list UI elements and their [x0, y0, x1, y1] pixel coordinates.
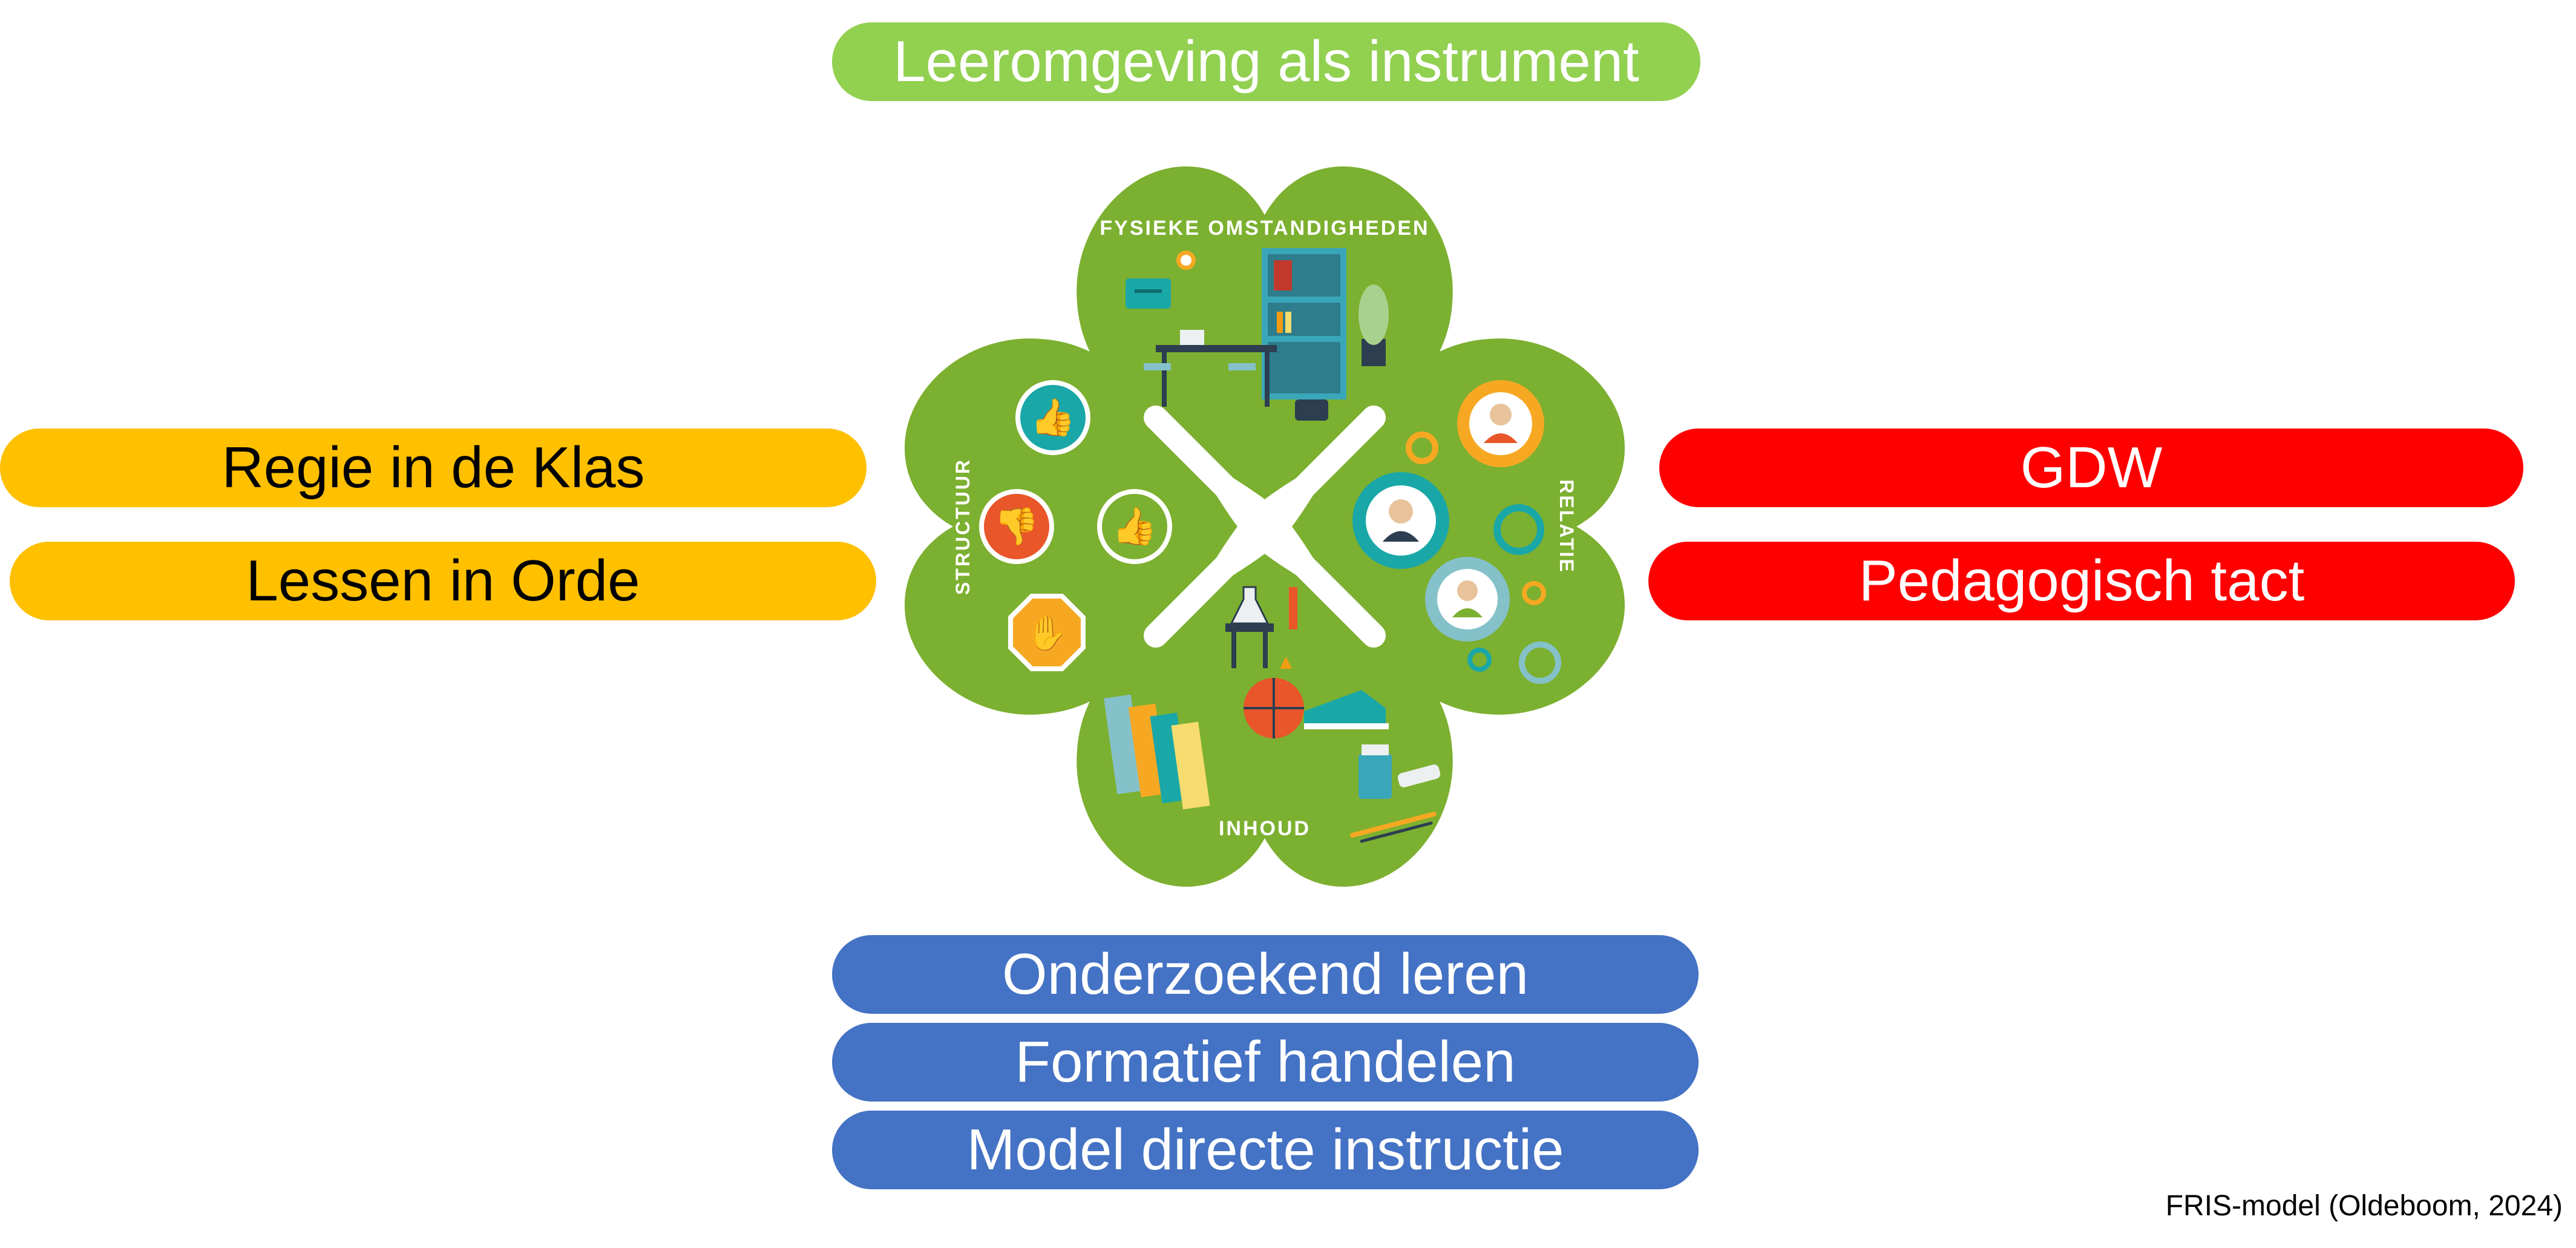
source-caption: FRIS-model (Oldeboom, 2024): [2165, 1190, 2563, 1222]
pill-regie-in-de-klas: Regie in de Klas: [0, 429, 867, 507]
svg-text:✋: ✋: [1026, 614, 1068, 653]
thumbs-down-icon: 👎: [979, 489, 1054, 564]
gear-person-icon: [1457, 380, 1544, 467]
feedback-icons: 👍 👎 👍 ✋: [979, 380, 1172, 671]
pill-lessen-in-orde: Lessen in Orde: [10, 542, 876, 620]
pill-label: Formatief handelen: [1015, 1030, 1516, 1094]
pill-label: Onderzoekend leren: [1002, 942, 1529, 1007]
svg-text:👎: 👎: [994, 505, 1040, 548]
toolbox-icon: [1126, 278, 1171, 309]
thumbs-up-icon: 👍: [1097, 489, 1172, 564]
pill-model-directe-instructie: Model directe instructie: [832, 1111, 1699, 1189]
pill-label: Regie in de Klas: [221, 435, 645, 500]
basketball-icon: [1244, 678, 1304, 738]
classroom-icons: [1126, 248, 1389, 421]
gear-person-icon: [1352, 472, 1449, 569]
pill-label: Lessen in Orde: [246, 548, 640, 613]
pill-label: Pedagogisch tact: [1858, 548, 2305, 613]
svg-text:👍: 👍: [1031, 396, 1076, 439]
pill-label: GDW: [2020, 435, 2163, 500]
pill-label: Leeromgeving als instrument: [893, 29, 1639, 94]
clover-gaps: [1144, 406, 1386, 648]
pill-gdw: GDW: [1659, 429, 2523, 507]
thumbs-up-icon: 👍: [1015, 380, 1090, 455]
lab-flask-icon: [1225, 586, 1297, 669]
svg-text:👍: 👍: [1112, 505, 1158, 548]
bookshelf-icon: [1262, 248, 1346, 399]
leaf-label-left: STRUCTUUR: [952, 458, 974, 595]
gear-icon: [1406, 432, 1561, 684]
content-icons: [1104, 586, 1441, 843]
relation-icons: [1352, 380, 1561, 684]
pill-leeromgeving: Leeromgeving als instrument: [832, 22, 1700, 101]
leaf-label-top: FYSIEKE OMSTANDIGHEDEN: [1100, 217, 1429, 240]
books-icon: [1104, 694, 1210, 810]
plant-icon: [1358, 284, 1389, 366]
paint-tube-icon: [1358, 744, 1441, 799]
sneaker-icon: [1304, 690, 1389, 729]
brush-icon: [1350, 812, 1437, 843]
leaf-label-right: RELATIE: [1556, 479, 1578, 574]
pill-onderzoekend-leren: Onderzoekend leren: [832, 935, 1699, 1014]
chairs-icon: [1144, 363, 1328, 421]
pill-formatief-handelen: Formatief handelen: [832, 1023, 1699, 1102]
clock-icon: [1176, 251, 1196, 270]
pill-pedagogisch-tact: Pedagogisch tact: [1648, 542, 2515, 620]
leaf-label-bottom: INHOUD: [1219, 817, 1311, 840]
pill-label: Model directe instructie: [966, 1117, 1564, 1182]
gear-person-icon: [1425, 557, 1510, 642]
classroom-table-icon: [1156, 330, 1277, 407]
stop-hand-icon: ✋: [1008, 594, 1086, 671]
clover-diagram: FYSIEKE OMSTANDIGHEDEN STRUCTUUR RELATIE…: [905, 166, 1625, 887]
